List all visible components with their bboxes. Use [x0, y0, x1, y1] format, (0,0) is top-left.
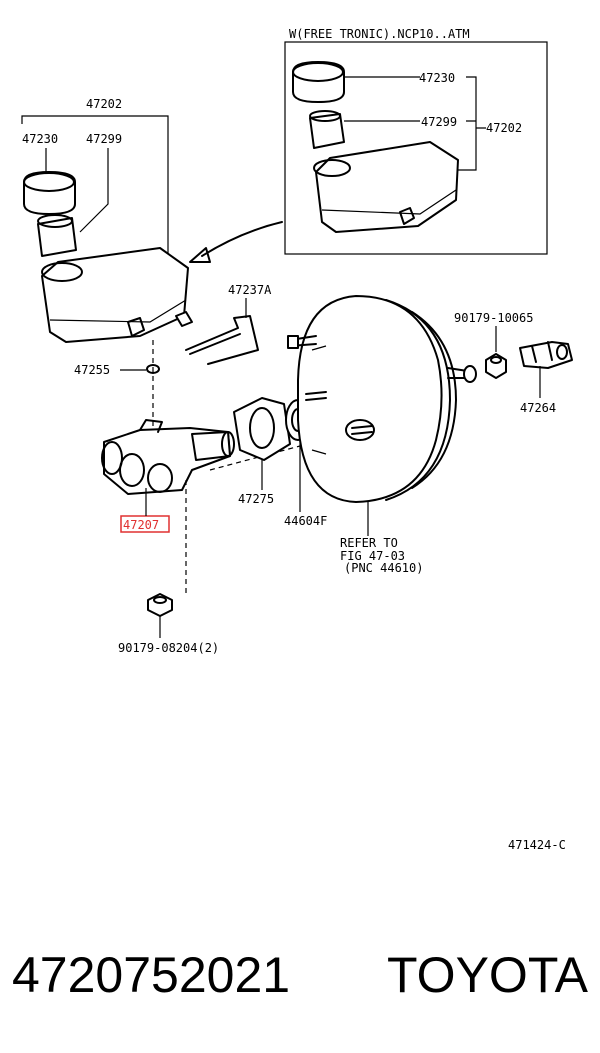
- rod-47237a: 47237A: [185, 283, 272, 365]
- nut-90179-08204: [147, 593, 173, 617]
- reservoir-cap: [23, 171, 76, 215]
- gasket-47275: [233, 397, 291, 461]
- inset-label-47202: 47202: [486, 121, 522, 135]
- refer-line-1: REFER TO: [340, 536, 398, 550]
- inset-label-47299: 47299: [421, 115, 457, 129]
- inset-title: W(FREE TRONIC).NCP10..ATM: [289, 27, 470, 41]
- grommet-47255: 47255: [74, 363, 160, 377]
- reservoir-assembly: 47202 47230 47299: [21, 97, 193, 343]
- inset-box: W(FREE TRONIC).NCP10..ATM 47230 47299 47…: [284, 27, 548, 255]
- label-47255: 47255: [74, 363, 110, 377]
- inset-frame: [284, 41, 548, 255]
- inset-pointer-arrow: [189, 221, 283, 263]
- refer-line-3: (PNC 44610): [344, 561, 423, 575]
- exploded-parts-diagram: W(FREE TRONIC).NCP10..ATM 47230 47299 47…: [21, 27, 573, 852]
- label-47207: 47207: [123, 518, 159, 532]
- label-47275: 47275: [238, 492, 274, 506]
- inset-reservoir: [313, 141, 459, 233]
- reservoir-bolt: [175, 311, 193, 327]
- inset-strainer: [309, 110, 345, 149]
- dash-cylinder-to-gasket: [209, 445, 301, 471]
- label-47299: 47299: [86, 132, 122, 146]
- footer-bar: 4720752021 TOYOTA: [0, 930, 600, 1020]
- inset-bracket: [458, 76, 486, 171]
- reservoir-tank: [41, 247, 189, 343]
- inset-reservoir-cap: [292, 61, 345, 103]
- label-47202: 47202: [86, 97, 122, 111]
- label-47237a: 47237A: [228, 283, 272, 297]
- bracket-47202: [21, 115, 169, 258]
- label-44604f: 44604F: [284, 514, 327, 528]
- inset-label-47230: 47230: [419, 71, 455, 85]
- brake-booster: [287, 295, 477, 503]
- leader-47299: [79, 148, 109, 233]
- figure-code: 471424-C: [508, 838, 566, 852]
- highlight-box-47207: [120, 515, 170, 533]
- label-47230: 47230: [22, 132, 58, 146]
- clevis-47264: [519, 341, 573, 369]
- label-90179-08204: 90179-08204(2): [118, 641, 219, 655]
- brand-text: TOYOTA: [387, 947, 588, 1003]
- label-47264: 47264: [520, 401, 556, 415]
- reservoir-strainer: [37, 214, 77, 257]
- master-cylinder: [101, 419, 235, 495]
- label-90179-10065: 90179-10065: [454, 311, 533, 325]
- refer-line-2: FIG 47-03: [340, 549, 405, 563]
- part-number-text: 4720752021: [12, 947, 291, 1003]
- nut-90179-10065: [485, 353, 507, 379]
